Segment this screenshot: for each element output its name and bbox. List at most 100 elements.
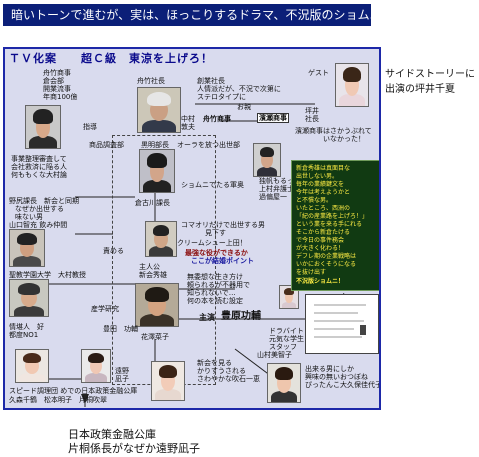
photo-protagonist (135, 283, 179, 327)
story-line-6: いたところ、西洲の (296, 205, 351, 212)
label-guest: ゲスト (308, 69, 329, 77)
label-character-3: 知られないで… (187, 289, 236, 297)
label-lead-actor: 豊原功輔 (221, 311, 261, 322)
photo-yamaguchi (9, 229, 45, 267)
story-line-8: という業を来る手にれる (296, 221, 363, 228)
photo-lawyer (253, 143, 281, 177)
label-nakamura-2: 敦夫 (181, 123, 195, 131)
label-character-4: 何の本を読む設定 (187, 297, 243, 305)
label-funaki-2: 倉会部 (43, 77, 64, 85)
diagram-header: ＴＶ化案 超Ｃ級 東涼を上げろ！ (9, 52, 213, 65)
label-student-1: ドラバイト (269, 327, 304, 335)
label-student-3: スタッフ (269, 343, 297, 351)
label-nakamura-1: 中村 (181, 115, 195, 123)
photo-cream-stew-ueda (145, 221, 177, 257)
label-founder-1: 創業社長 (197, 77, 225, 85)
scanned-document-thumbnail (305, 294, 379, 354)
title-banner-text: 暗いトーンで進むが、実は、ほっこりするドラマ、不況版のショムニ (11, 8, 371, 22)
label-shohin-dept: 商品調査部 (89, 141, 124, 149)
photo-matsumoto (15, 349, 49, 383)
label-shinkai-2: かりすうされる (197, 367, 246, 375)
label-yamaguchi: 山口智充 飲み仲間 (9, 221, 68, 229)
bottom-caption-line-2: 片桐係長がなぜか遠野凪子 (68, 442, 200, 455)
story-line-14: を抜け出す (296, 269, 327, 276)
label-lawyer-3: 過偏屋一 (259, 193, 287, 201)
label-meeting-1: 事業整理審査して (11, 155, 67, 163)
label-komari-1: コマオリだけで出世する男 (181, 221, 265, 229)
label-key-point: ここが結婚ポイント (191, 257, 254, 265)
label-kuromatsu: 倉古川課長 (135, 199, 170, 207)
story-synopsis-box: 新倉秀雄は真面目な 出世しない男。 毎年の業績鍵文を 今年は考えようかと と不慣… (291, 160, 379, 291)
story-line-11: が大きく化わる！ (296, 245, 345, 252)
title-banner: 暗いトーンで進むが、実は、ほっこりするドラマ、不況版のショムニ (3, 4, 371, 26)
label-kyokan-2: 都度NO1 (9, 331, 39, 339)
label-speed-team: スピード調理団 めでの日本政策金融公庫 (9, 387, 138, 395)
label-funaki-company: 舟竹商事 (203, 115, 231, 123)
story-line-4: 今年は考えようかと (296, 189, 351, 196)
side-note-line-2: 出演の坪井千夏 (385, 84, 455, 95)
label-okubo-2: 興味の無いおつぼね (305, 373, 368, 381)
label-seikyo-university: 聖教学園大学 大村教授 (9, 271, 86, 279)
label-founder-2: 人情派だが、不況で次第に (197, 85, 281, 93)
photo-guest (335, 63, 369, 107)
label-yamamura: 山村美智子 (257, 351, 292, 359)
label-industry-research: 産学研究 (91, 305, 119, 313)
label-komari-2: 見下す (205, 229, 226, 237)
label-casting-highlight: 最強な役ができるか (185, 249, 248, 257)
label-toyota-kosuke: 豊田 功輔 (103, 325, 138, 333)
document-lines-icon (314, 304, 366, 338)
label-lawyer-2: 上村弁護士 (259, 185, 294, 193)
label-shinkai-3: さわやかな吹石一恵 (197, 375, 260, 383)
story-line-1: 新倉秀雄は真面目な (296, 165, 351, 172)
photo-character-1 (25, 105, 61, 149)
label-aura: オーラを放つ出世部 (177, 141, 240, 149)
label-nojiri-3: 味ない男 (15, 213, 43, 221)
label-character-2: 頼られるが不器用で (187, 281, 250, 289)
label-tono-2: 凪子 (115, 375, 129, 383)
photo-funaki-president (137, 87, 181, 133)
label-shomuni: ショムニでたる軍奥 (181, 181, 244, 189)
photo-kyokan (9, 279, 49, 317)
label-cast-names: 久森千鶴 松本明子 片桐吹翠 (9, 396, 107, 404)
label-shinkai-1: 新会を見る (197, 359, 232, 367)
story-line-5: と不慣な男。 (296, 197, 333, 204)
story-line-7: 「紀の産業路を上げろ！」 (296, 213, 369, 220)
label-founder-3: ステロタイプに (197, 93, 246, 101)
label-tono-1: 遠野 (115, 367, 129, 375)
label-lead-role: 主演 (199, 313, 215, 322)
label-oyako: お親 (237, 103, 251, 111)
story-line-3: 毎年の業績鍵文を (296, 181, 345, 188)
photo-kuroaki-manager (139, 149, 175, 193)
label-meeting-3: 何ももくな大村論 (11, 171, 67, 179)
label-tsuboi-4: いなかった！ (323, 135, 365, 143)
label-hamase-company: 濱瀬商事 (257, 113, 289, 123)
label-shiteki: 指導 (83, 123, 97, 131)
photo-fukiishi (151, 361, 185, 401)
bottom-caption-line-1: 日本政策金融公庫 (68, 428, 156, 441)
relationship-diagram: ＴＶ化案 超Ｃ級 東涼を上げろ！ 舟竹商事 倉会部 開業流事 年商100億 舟竹… (3, 47, 381, 410)
photo-okubo (267, 363, 301, 403)
label-kyokan-1: 情堪人 好 (9, 323, 44, 331)
label-protagonist-1: 主人公 (139, 263, 160, 271)
label-funaki-3: 開業流事 (43, 85, 71, 93)
side-note-line-1: サイドストーリーに (385, 69, 475, 80)
label-tsuboi-1: 坪井 (305, 107, 319, 115)
label-kuroaki-manager: 黒明部長 (141, 141, 169, 149)
label-character-1: 無委想な生き方け (187, 273, 243, 281)
label-protagonist-2: 新会秀雄 (139, 271, 167, 279)
label-tsuboi-2: 社長 (305, 115, 319, 123)
story-line-9: そこから新倉たける (296, 229, 351, 236)
label-semeru: 責める (103, 247, 124, 255)
story-line-2: 出世しない男。 (296, 173, 339, 180)
label-cream-stew: クリームシュー上田！ (177, 239, 247, 247)
label-okubo-3: ぴったんこ大久保佳代子 (305, 381, 381, 389)
story-line-12: デフレ期の企業戦略は (296, 253, 357, 260)
story-line-13: いかにおくそうになる (296, 261, 357, 268)
photo-student (279, 285, 299, 309)
label-tsuboi-3: 濱瀬商事はさかうぶれて (295, 127, 372, 135)
label-student-2: 元気な学生 (269, 335, 304, 343)
label-nojiri-2: なぜか出世する (15, 205, 64, 213)
photo-tono-nagiko (81, 349, 111, 383)
story-line-15: 不況版ショムニ！ (296, 278, 345, 285)
label-meeting-2: 会社救済に陥る人 (11, 163, 67, 171)
